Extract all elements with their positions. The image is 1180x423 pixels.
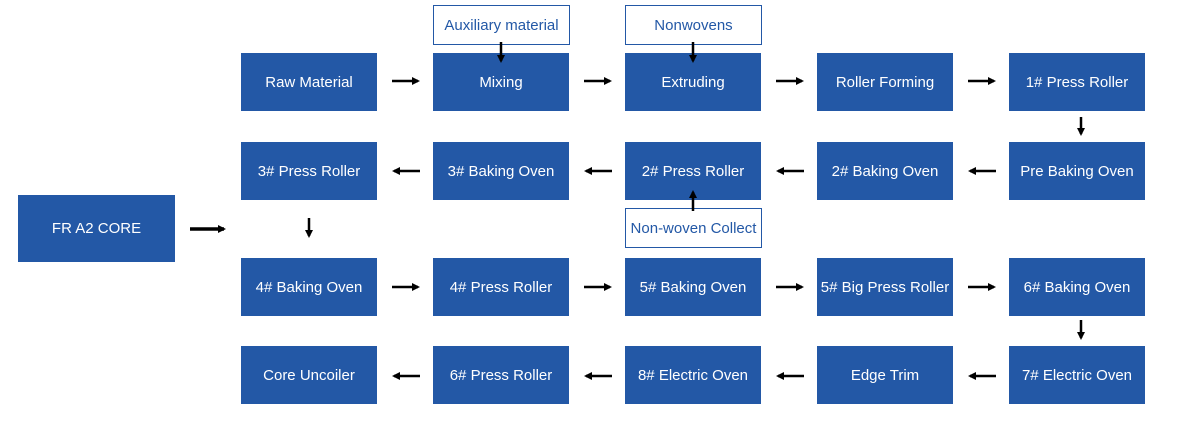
step-label: 8# Electric Oven (637, 366, 749, 384)
step-label: 6# Baking Oven (1023, 278, 1131, 296)
nonwoven-collect-label: Non-woven Collect (630, 219, 757, 237)
step-label: 2# Baking Oven (831, 162, 939, 180)
step-edge-trim: Edge Trim (817, 346, 953, 404)
auxiliary-material-label: Auxiliary material (444, 16, 559, 34)
step-8-electric-oven: 8# Electric Oven (625, 346, 761, 404)
step-2-baking-oven: 2# Baking Oven (817, 142, 953, 200)
step-label: Extruding (661, 73, 725, 91)
step-3-baking-oven: 3# Baking Oven (433, 142, 569, 200)
step-label: Raw Material (265, 73, 353, 91)
process-title-box: FR A2 CORE (18, 195, 175, 262)
step-5-baking-oven: 5# Baking Oven (625, 258, 761, 316)
step-core-uncoiler: Core Uncoiler (241, 346, 377, 404)
auxiliary-material-input: Auxiliary material (433, 5, 570, 45)
step-1-press-roller: 1# Press Roller (1009, 53, 1145, 111)
step-label: Roller Forming (835, 73, 935, 91)
step-roller-forming: Roller Forming (817, 53, 953, 111)
nonwoven-collect-output: Non-woven Collect (625, 208, 762, 248)
step-4-baking-oven: 4# Baking Oven (241, 258, 377, 316)
step-label: 5# Big Press Roller (820, 278, 950, 296)
step-raw-material: Raw Material (241, 53, 377, 111)
step-label: 4# Baking Oven (255, 278, 363, 296)
step-label: 7# Electric Oven (1021, 366, 1133, 384)
process-title: FR A2 CORE (51, 220, 142, 237)
step-4-press-roller: 4# Press Roller (433, 258, 569, 316)
step-pre-baking-oven: Pre Baking Oven (1009, 142, 1145, 200)
step-6-press-roller: 6# Press Roller (433, 346, 569, 404)
step-label: 2# Press Roller (641, 162, 745, 180)
step-label: 3# Baking Oven (447, 162, 555, 180)
step-5-big-press-roller: 5# Big Press Roller (817, 258, 953, 316)
step-3-press-roller: 3# Press Roller (241, 142, 377, 200)
step-label: Mixing (479, 73, 523, 91)
step-6-baking-oven: 6# Baking Oven (1009, 258, 1145, 316)
step-label: Core Uncoiler (263, 366, 355, 384)
step-label: 6# Press Roller (449, 366, 553, 384)
step-label: 5# Baking Oven (639, 278, 747, 296)
step-label: 3# Press Roller (257, 162, 361, 180)
step-7-electric-oven: 7# Electric Oven (1009, 346, 1145, 404)
step-label: Pre Baking Oven (1020, 162, 1134, 180)
nonwovens-label: Nonwovens (654, 16, 733, 34)
step-label: 4# Press Roller (449, 278, 553, 296)
step-label: Edge Trim (850, 366, 920, 384)
step-label: 1# Press Roller (1025, 73, 1129, 91)
nonwovens-input: Nonwovens (625, 5, 762, 45)
